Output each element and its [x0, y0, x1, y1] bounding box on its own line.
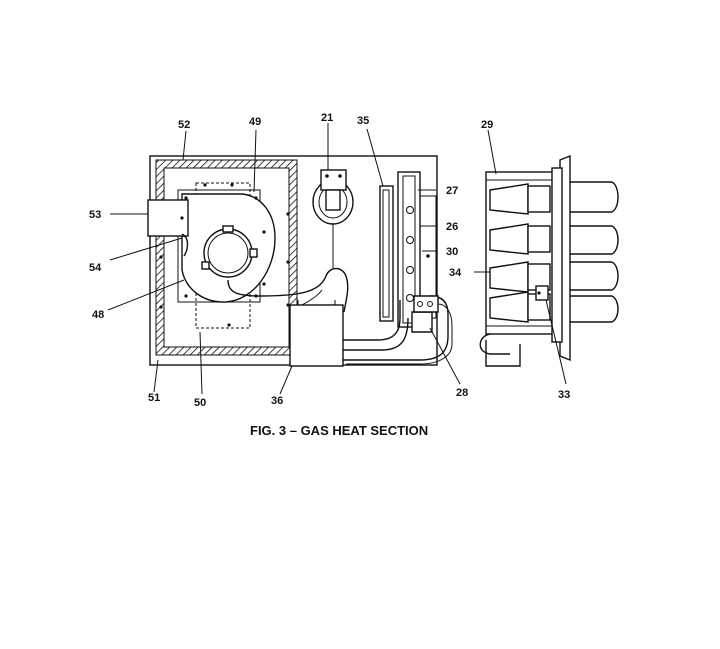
burner-assembly [479, 154, 619, 367]
callout-35: 35 [357, 115, 369, 127]
callout-34: 34 [449, 267, 462, 279]
callout-26: 26 [446, 221, 458, 233]
callout-54: 54 [89, 262, 102, 274]
callout-28: 28 [456, 387, 468, 399]
callout-labels: 52 49 21 35 29 27 26 30 34 53 54 48 51 5… [89, 112, 570, 409]
inducer-motor [203, 228, 253, 278]
callout-29: 29 [481, 119, 493, 131]
callout-30: 30 [446, 246, 458, 258]
callout-21: 21 [321, 112, 333, 124]
callout-49: 49 [249, 116, 261, 128]
heat-exchanger [379, 171, 437, 328]
vent-outlet [147, 199, 189, 257]
callout-48: 48 [92, 309, 104, 321]
pressure-switch [312, 169, 354, 268]
control-box [289, 300, 344, 367]
gas-valve [343, 295, 453, 365]
callout-53: 53 [89, 209, 101, 221]
callout-36: 36 [271, 395, 283, 407]
leader-lines [107, 123, 567, 395]
callout-50: 50 [194, 397, 206, 409]
figure-caption: FIG. 3 – GAS HEAT SECTION [250, 423, 428, 438]
callout-27: 27 [446, 185, 458, 197]
burner-row [489, 183, 551, 323]
inducer-motor-assembly [159, 182, 290, 329]
callout-33: 33 [558, 389, 570, 401]
callout-52: 52 [178, 119, 190, 131]
callout-51: 51 [148, 392, 160, 404]
gas-supply-pipes [570, 181, 619, 323]
